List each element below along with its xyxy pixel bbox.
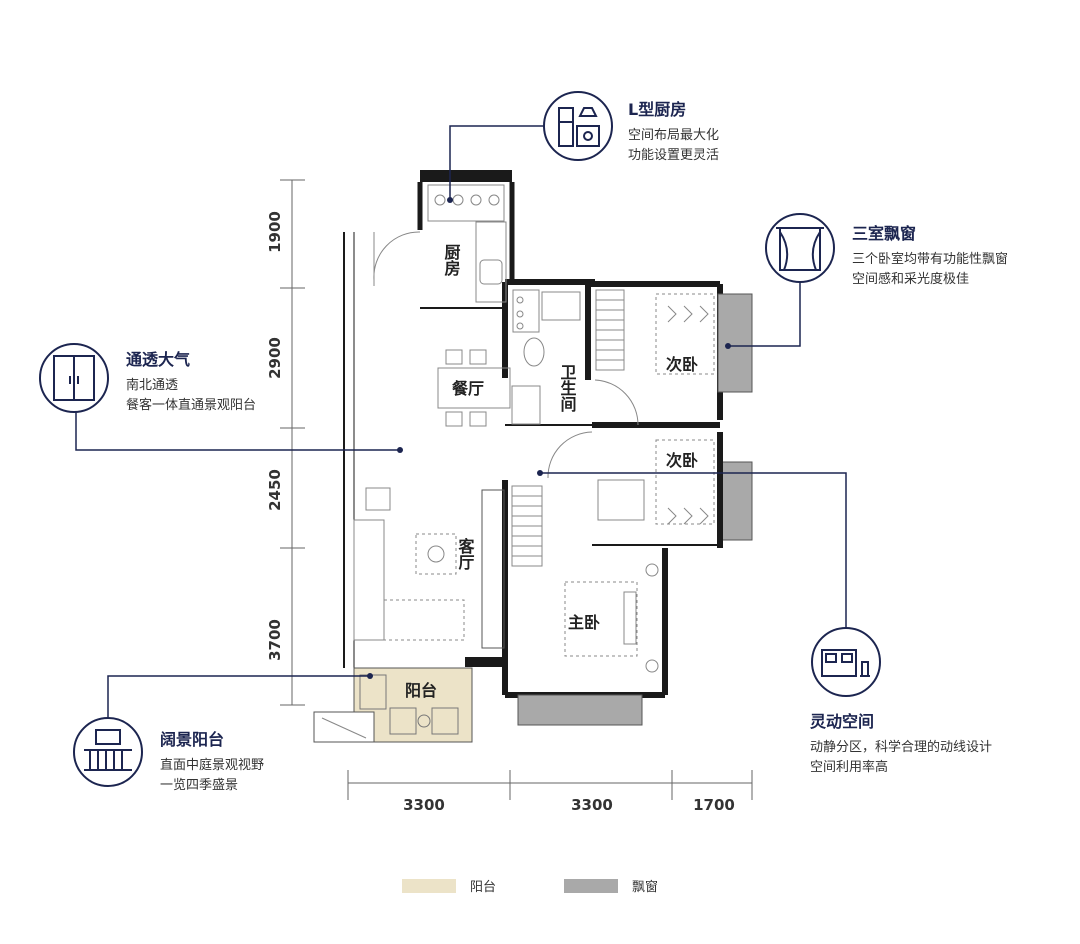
- second-bedroom-2-fixtures: [547, 431, 715, 525]
- dining-table: [437, 349, 511, 427]
- callout-balcony: 阔景阳台 直面中庭景观视野 一览四季盛景: [160, 726, 264, 796]
- callout-balcony-line-2: 一览四季盛景: [160, 778, 239, 793]
- living-fixtures: [353, 487, 465, 641]
- bottom-dimension-lines: [347, 770, 753, 800]
- callout-window-line-2: 空间感和采光度极佳: [852, 272, 970, 287]
- callout-transparent: 通透大气 南北通透 餐客一体直通景观阳台: [126, 346, 256, 416]
- room-label-dining: 餐厅: [451, 379, 484, 398]
- dim-left-2: 2900: [266, 337, 284, 379]
- balcony-icon: [73, 717, 143, 787]
- balcony-fixtures: [359, 674, 459, 735]
- callout-space-line-1: 动静分区，科学合理的动线设计: [810, 740, 993, 755]
- dim-bottom-3: 1700: [693, 796, 735, 814]
- dim-left-3: 2450: [266, 469, 284, 511]
- second-bedroom-1-fixtures: [595, 289, 715, 375]
- callout-balcony-title: 阔景阳台: [160, 730, 225, 749]
- dim-bottom-2: 3300: [571, 796, 613, 814]
- bathroom-fixtures: [511, 289, 639, 426]
- legend-bay-window-swatch: [564, 878, 618, 893]
- room-label-bathroom: 卫生间: [558, 364, 577, 413]
- walls: [343, 170, 753, 726]
- callout-space: 灵动空间 动静分区，科学合理的动线设计 空间利用率高: [810, 708, 992, 778]
- bed-icon: [811, 627, 881, 697]
- callout-space-title: 灵动空间: [810, 712, 875, 731]
- legend-bay-window-label: 飘窗: [632, 880, 659, 895]
- callout-balcony-line-1: 直面中庭景观视野: [160, 758, 265, 773]
- room-label-master: 主卧: [568, 613, 600, 632]
- dim-left-1: 1900: [266, 211, 284, 253]
- callout-kitchen-title: L型厨房: [628, 100, 687, 119]
- leader-dot-kitchen: [447, 197, 453, 203]
- callout-space-line-2: 空间利用率高: [810, 760, 889, 775]
- master-bedroom-fixtures: [511, 485, 659, 673]
- room-label-second-bedroom-2: 次卧: [666, 451, 698, 470]
- legend-bay-window: 飘窗: [564, 876, 658, 895]
- kitchen-fixtures: [373, 184, 507, 303]
- room-label-balcony: 阳台: [405, 681, 437, 700]
- callout-transparent-line-2: 餐客一体直通景观阳台: [126, 398, 257, 413]
- legend-balcony-swatch: [402, 878, 456, 893]
- dim-bottom-1: 3300: [403, 796, 445, 814]
- callout-transparent-line-1: 南北通透: [126, 378, 179, 393]
- callout-window: 三室飘窗 三个卧室均带有功能性飘窗 空间感和采光度极佳: [852, 220, 1008, 290]
- bay-window-icon: [765, 213, 835, 283]
- legend-balcony: 阳台: [402, 876, 496, 895]
- leader-dot-transparent: [397, 447, 403, 453]
- room-label-living: 客厅: [456, 537, 475, 571]
- kitchen-icon: [543, 91, 613, 161]
- callout-kitchen-line-1: 空间布局最大化: [628, 128, 720, 143]
- room-label-second-bedroom-1: 次卧: [666, 355, 698, 374]
- callout-transparent-title: 通透大气: [126, 350, 191, 369]
- leader-dot-balcony: [367, 673, 373, 679]
- room-label-kitchen: 厨房: [442, 244, 461, 277]
- callout-leaders: [75, 125, 847, 718]
- dim-left-4: 3700: [266, 619, 284, 661]
- leader-dot-window: [725, 343, 731, 349]
- callout-kitchen: L型厨房 空间布局最大化 功能设置更灵活: [628, 96, 719, 166]
- sliding-door-icon: [39, 343, 109, 413]
- callout-window-title: 三室飘窗: [852, 224, 917, 243]
- leader-dot-space: [537, 470, 543, 476]
- callout-window-line-1: 三个卧室均带有功能性飘窗: [852, 252, 1009, 267]
- callout-kitchen-line-2: 功能设置更灵活: [628, 148, 720, 163]
- legend-balcony-label: 阳台: [470, 880, 497, 895]
- left-dimension-lines: [280, 179, 305, 706]
